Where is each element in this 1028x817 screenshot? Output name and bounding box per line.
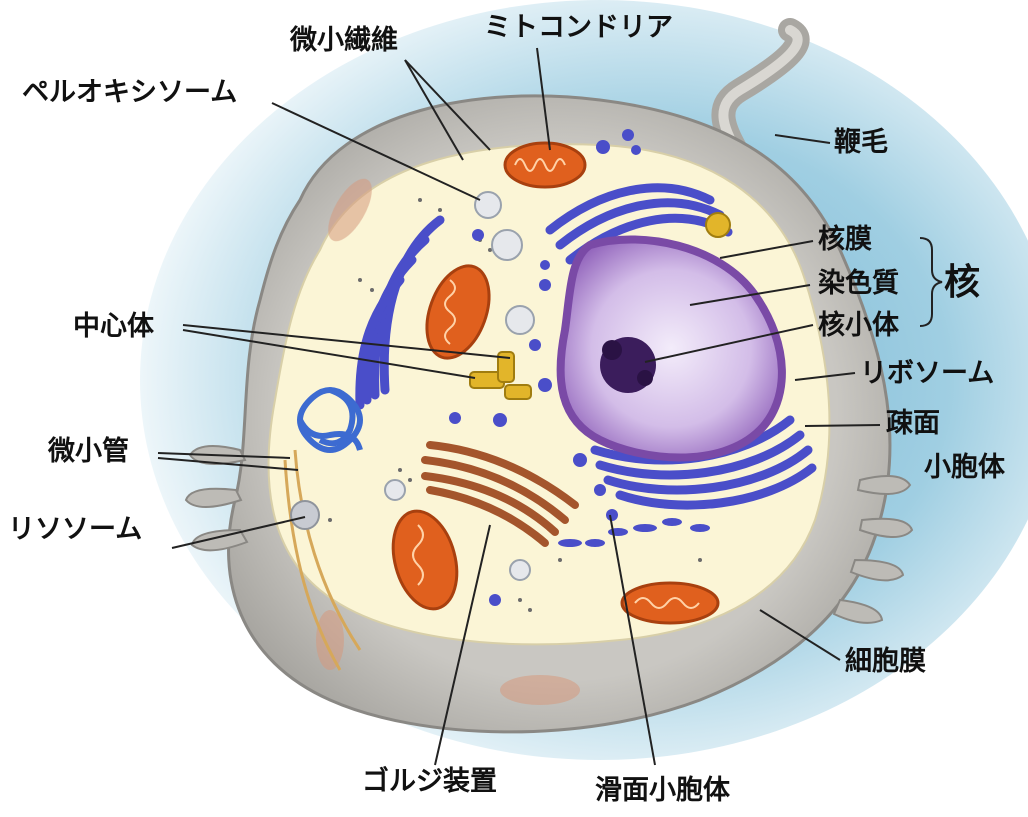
label-mitochondria: ミトコンドリア <box>484 14 673 41</box>
label-microtubule: 微小管 <box>48 438 129 465</box>
label-rough-er-line1: 疎面 <box>886 410 940 437</box>
label-cell-membrane: 細胞膜 <box>845 648 926 675</box>
label-microfilament: 微小繊維 <box>290 27 398 54</box>
label-flagellum: 鞭毛 <box>834 129 888 156</box>
lysosome <box>291 501 319 529</box>
label-chromatin: 染色質 <box>818 270 899 297</box>
label-ribosome: リボソーム <box>860 360 994 387</box>
label-centrosome: 中心体 <box>73 313 154 340</box>
label-golgi: ゴルジ装置 <box>362 768 497 795</box>
label-nuclear-envelope: 核膜 <box>818 226 872 253</box>
label-nucleolus: 核小体 <box>818 312 899 339</box>
label-lysosome: リソソーム <box>8 516 142 543</box>
label-peroxisome: ペルオキシソーム <box>22 79 237 106</box>
label-smooth-er: 滑面小胞体 <box>595 777 730 804</box>
label-rough-er-line2: 小胞体 <box>924 454 1005 481</box>
flagellum-base <box>706 213 730 237</box>
label-nucleus: 核 <box>944 265 980 301</box>
